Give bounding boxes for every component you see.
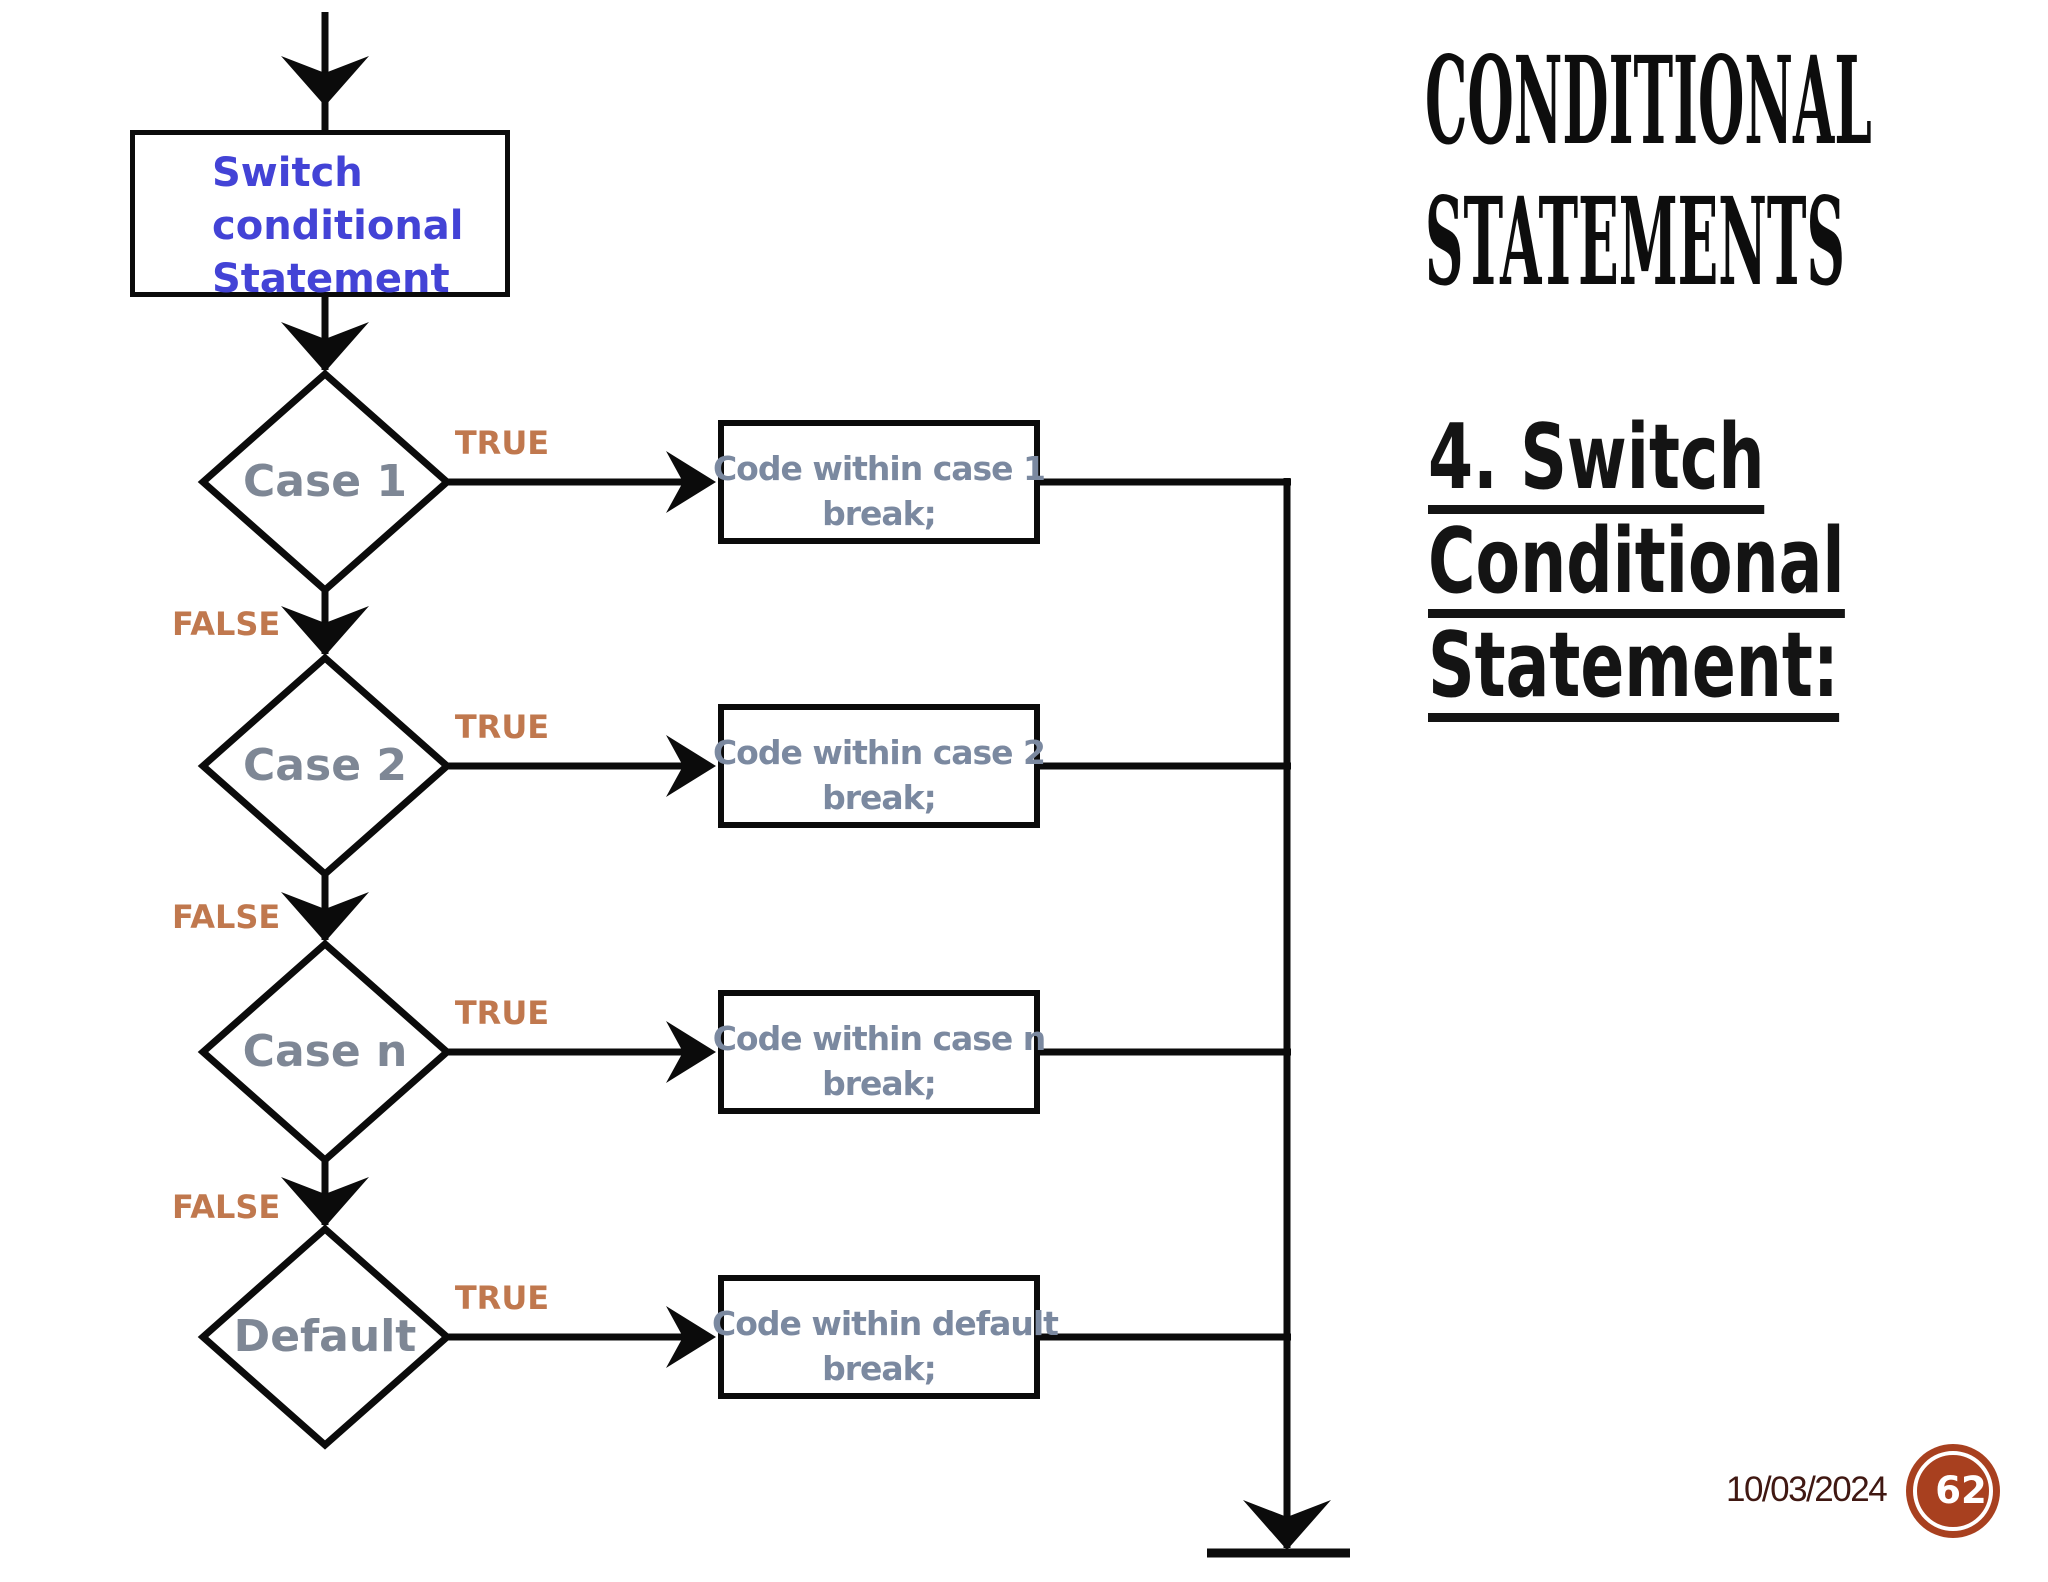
page-number: 62: [1935, 1469, 1987, 1512]
diamond-casen: [197, 939, 453, 1165]
code-case1-line1: Code within case 1: [712, 449, 1046, 488]
true-label-case1: TRUE: [454, 424, 550, 462]
true-label-default: TRUE: [454, 1279, 550, 1317]
section-heading-line2: Conditional: [1428, 516, 1845, 618]
casen-label: Case n: [242, 1026, 408, 1077]
case2-label: Case 2: [243, 740, 407, 791]
arrowhead-into-default: [281, 1177, 369, 1227]
code-text-casen: Code within case n break;: [712, 1016, 1047, 1106]
arrowhead-into-codebox1: [666, 451, 716, 513]
code-box-case1: [718, 420, 1040, 544]
section-heading-line1: 4. Switch: [1428, 412, 1765, 514]
code-case1-line2: break;: [822, 494, 937, 533]
arrowhead-collector-end: [1243, 1500, 1331, 1550]
code-text-case1: Code within case 1 break;: [712, 446, 1046, 536]
start-box: [130, 130, 510, 297]
arrowhead-into-codebox4: [666, 1306, 716, 1368]
code-text-default: Code within default break;: [712, 1301, 1059, 1391]
code-default-line2: break;: [822, 1349, 937, 1388]
arrowhead-into-codebox3: [666, 1021, 716, 1083]
code-box-case2: [718, 704, 1040, 828]
code-default-line1: Code within default: [712, 1304, 1059, 1343]
diamond-case2: [197, 653, 453, 879]
arrowhead-into-case1: [281, 322, 369, 372]
slide-title-line1: CONDITIONAL: [1425, 29, 1872, 172]
section-heading-line3: Statement:: [1428, 620, 1839, 722]
start-label-line3: Statement: [212, 256, 450, 302]
true-label-casen: TRUE: [454, 994, 550, 1032]
default-label: Default: [233, 1311, 417, 1362]
code-text-case2: Code within case 2 break;: [712, 730, 1046, 820]
code-casen-line1: Code within case n: [712, 1019, 1047, 1058]
false-label-casen: FALSE: [172, 1188, 281, 1226]
slide-title: CONDITIONAL STATEMENTS: [1425, 30, 1872, 312]
diamond-default: [197, 1224, 453, 1450]
code-casen-line2: break;: [822, 1064, 937, 1103]
case1-label: Case 1: [243, 456, 407, 507]
arrowhead-into-case2: [281, 606, 369, 656]
slide-title-line2: STATEMENTS: [1425, 170, 1845, 313]
false-label-case2: FALSE: [172, 898, 281, 936]
section-heading: 4. Switch Conditional Statement:: [1428, 412, 1845, 724]
code-case2-line1: Code within case 2: [712, 733, 1046, 772]
start-label-line2: conditional: [212, 203, 464, 249]
code-box-casen: [718, 990, 1040, 1114]
true-label-case2: TRUE: [454, 708, 550, 746]
false-label-case1: FALSE: [172, 605, 281, 643]
start-label-line1: Switch: [212, 150, 363, 196]
start-box-label: Switch conditional Statement: [212, 147, 502, 306]
arrowhead-into-casen: [281, 892, 369, 942]
code-box-default: [718, 1275, 1040, 1399]
date-label: 10/03/2024: [1726, 1470, 1888, 1509]
arrowhead-into-start: [281, 56, 369, 106]
arrowhead-into-codebox2: [666, 735, 716, 797]
diamond-case1: [197, 369, 453, 595]
page-number-badge: 62: [1906, 1444, 2000, 1538]
code-case2-line2: break;: [822, 778, 937, 817]
